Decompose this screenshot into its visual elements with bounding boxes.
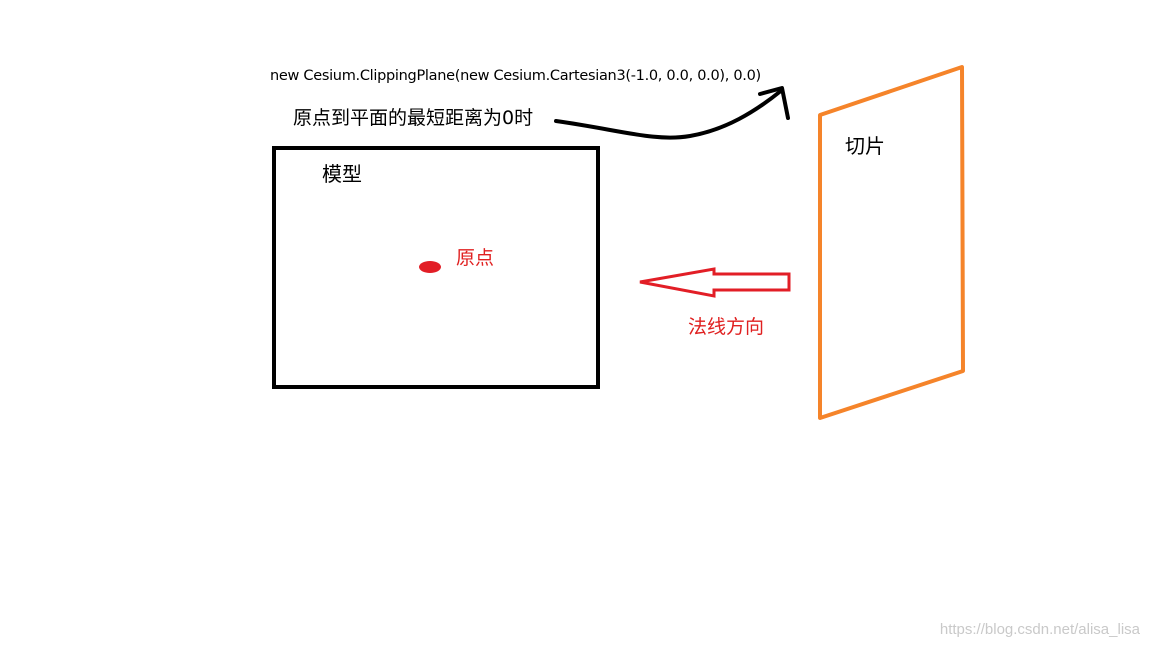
watermark: https://blog.csdn.net/alisa_lisa <box>939 621 1140 638</box>
origin-label: 原点 <box>456 247 495 269</box>
distance-note: 原点到平面的最短距离为0时 <box>293 107 534 129</box>
clipping-plane-code: new Cesium.ClippingPlane(new Cesium.Cart… <box>270 68 761 84</box>
slice-label: 切片 <box>845 134 885 158</box>
curve-arrow <box>554 88 784 140</box>
model-box <box>272 146 600 389</box>
model-label: 模型 <box>322 162 362 186</box>
normal-direction-label: 法线方向 <box>688 316 765 338</box>
origin-dot <box>419 261 441 273</box>
curve-arrow-head <box>758 86 790 120</box>
normal-arrow <box>639 267 791 298</box>
slice-plane <box>818 65 965 420</box>
